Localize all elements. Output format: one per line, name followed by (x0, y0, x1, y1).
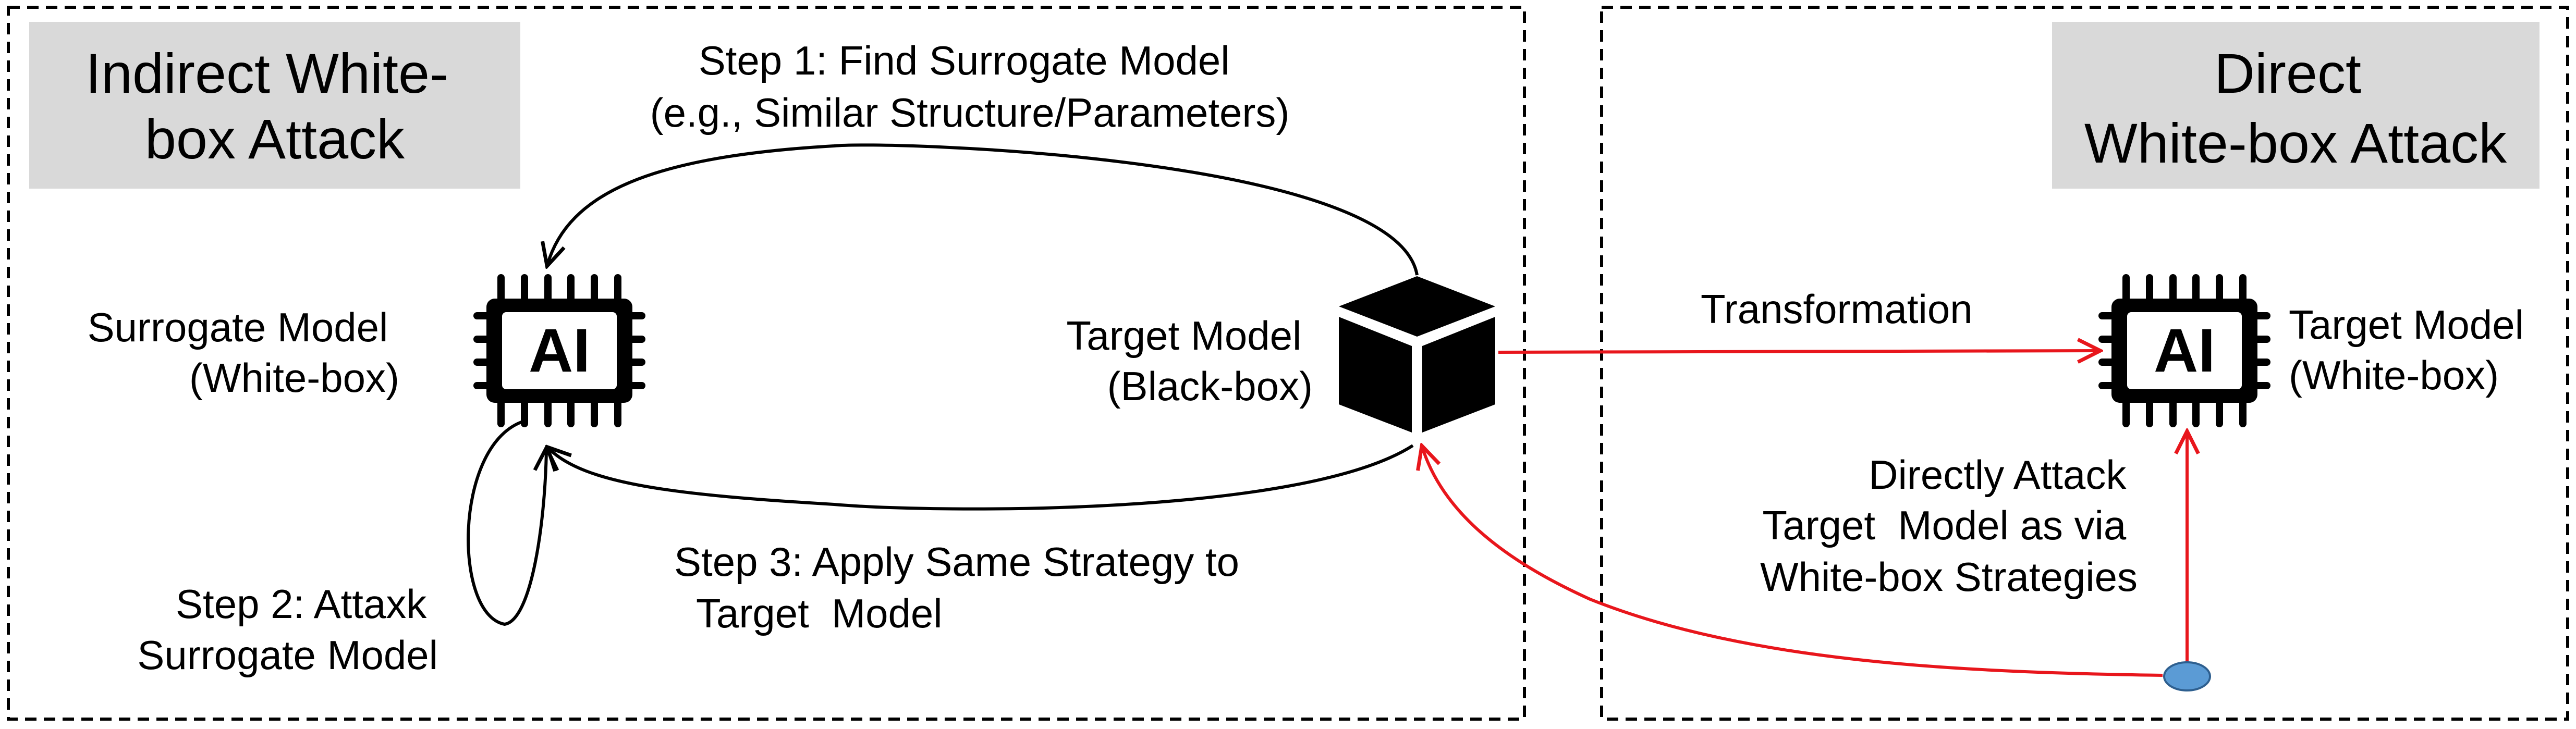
target-blackbox-label: Target Model (Black-box) (1066, 313, 1313, 409)
target-whitebox-label: Target Model (White-box) (2289, 302, 2535, 398)
direct-attack-label: Directly Attack Target Model as via Whit… (1760, 452, 2138, 600)
ai-chip-icon: AI (473, 274, 645, 427)
direct-panel-title: Direct White-box Attack (2084, 42, 2507, 175)
indirect-panel-title: Indirect White- box Attack (86, 42, 464, 170)
step1-label: Step 1: Find Surrogate Model (e.g., Simi… (650, 38, 1290, 135)
step3-arrow (548, 446, 1414, 511)
transformation-arrow (1498, 351, 2099, 352)
surrogate-chip-text: AI (529, 316, 590, 385)
direct-title-box (2052, 22, 2540, 189)
attack-origin-point (2163, 661, 2211, 691)
step2-loop-arrow (467, 421, 546, 626)
indirect-title-box (29, 22, 520, 189)
target-chip-text: AI (2154, 316, 2215, 385)
cube-icon (1339, 276, 1495, 433)
ai-chip-icon: AI (2098, 274, 2270, 427)
direct-panel (1600, 6, 2569, 721)
transformation-label: Transformation (1701, 286, 1973, 332)
direct-attack-to-cube-arrow (1422, 447, 2163, 677)
step3-label: Step 3: Apply Same Strategy to Target Mo… (674, 539, 1251, 636)
indirect-panel (7, 6, 1526, 721)
step2-label: Step 2: Attaxk Surrogate Model (137, 581, 438, 678)
step1-arrow (547, 143, 1419, 276)
surrogate-model-label: Surrogate Model (White-box) (88, 304, 399, 401)
